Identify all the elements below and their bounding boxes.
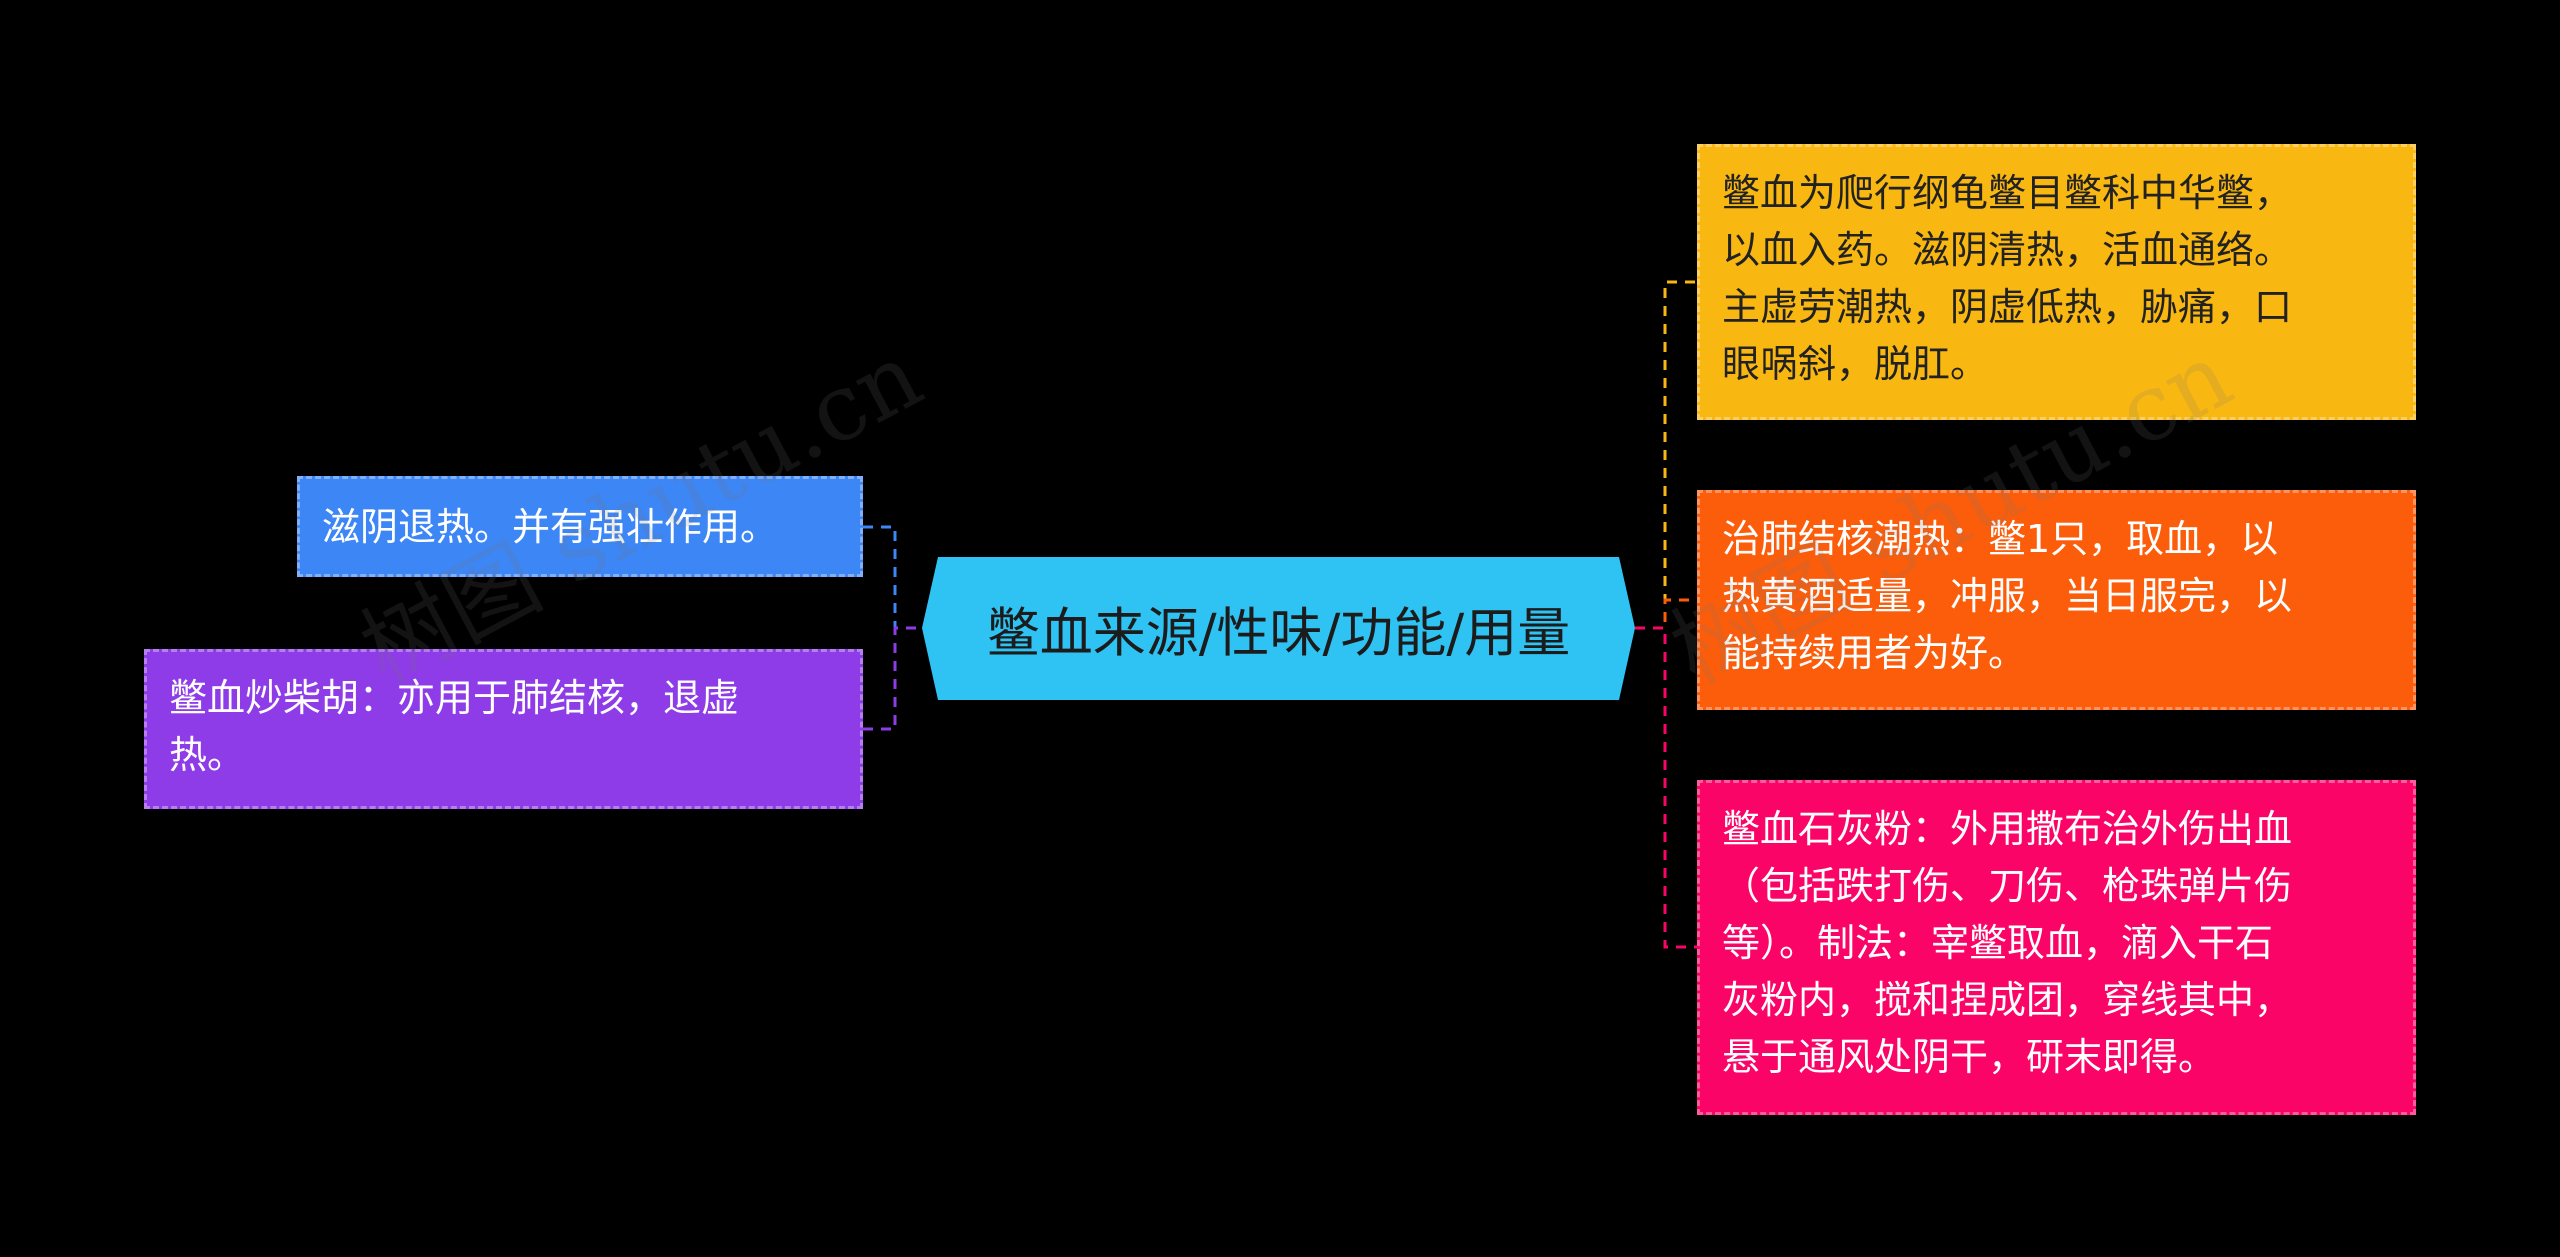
node-text-line: （包括跌打伤、刀伤、枪珠弹片伤 [1722,864,2293,908]
node-text-line: 热黄酒适量，冲服，当日服完，以 [1722,574,2293,618]
node-text-line: 等）。制法：宰鳖取血，滴入干石 [1722,921,2274,965]
node-text-line: 鳖血石灰粉：外用撒布治外伤出血 [1722,807,2293,851]
connector-right-top [1635,280,1697,630]
connector-right-middle [1635,598,1697,630]
center-node[interactable]: 鳖血来源/性味/功能/用量 [922,557,1635,700]
right-node-2[interactable]: 治肺结核潮热：鳖1只，取血，以 热黄酒适量，冲服，当日服完，以 能持续用者为好。 [1697,490,2416,710]
node-text-line: 能持续用者为好。 [1722,631,2027,675]
node-text-line: 灰粉内，搅和捏成团，穿线其中， [1722,978,2293,1022]
node-text-line: 鳖血为爬行纲龟鳖目鳖科中华鳖， [1722,171,2293,215]
node-text-line: 热。 [169,733,246,777]
center-node-shape [922,557,1635,700]
node-text-line: 滋阴退热。并有强壮作用。 [322,505,779,549]
left-node-1[interactable]: 滋阴退热。并有强壮作用。 [297,476,863,577]
node-text-line: 主虚劳潮热，阴虚低热，胁痛，口 [1722,285,2293,329]
center-node-label: 鳖血来源/性味/功能/用量 [986,602,1571,664]
right-node-1[interactable]: 鳖血为爬行纲龟鳖目鳖科中华鳖， 以血入药。滋阴清热，活血通络。 主虚劳潮热，阴虚… [1697,144,2416,420]
connector-left-top [863,525,922,630]
node-text-line: 悬于通风处阴干，研末即得。 [1722,1035,2217,1079]
connector-right-bottom [1635,626,1697,949]
node-text-line: 治肺结核潮热：鳖1只，取血，以 [1722,517,2279,561]
right-node-3[interactable]: 鳖血石灰粉：外用撒布治外伤出血 （包括跌打伤、刀伤、枪珠弹片伤 等）。制法：宰鳖… [1697,780,2416,1115]
node-text-line: 鳖血炒柴胡：亦用于肺结核，退虚 [169,676,740,720]
left-node-2[interactable]: 鳖血炒柴胡：亦用于肺结核，退虚 热。 [144,649,863,809]
node-text-line: 眼㖞斜，脱肛。 [1722,342,1989,386]
node-text-line: 以血入药。滋阴清热，活血通络。 [1722,228,2293,272]
connector-left-bottom [863,626,922,731]
